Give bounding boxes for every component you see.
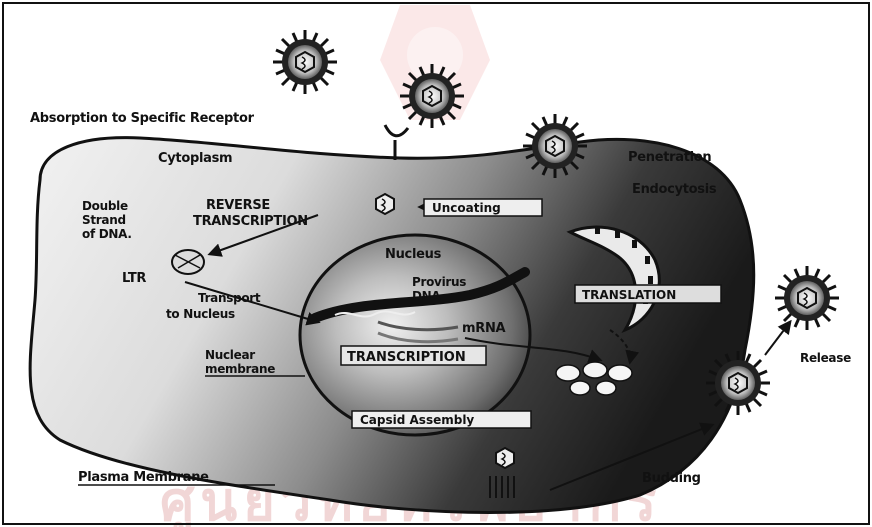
label-provirus-1: Provirus [412,275,466,289]
label-mrna: mRNA [462,321,506,336]
label-double-strand-2: Strand [82,213,126,227]
label-absorption: Absorption to Specific Receptor [30,111,255,126]
ribosome-cluster-icon [555,361,633,396]
label-reverse-1: REVERSE [206,198,270,213]
virus-penetration-icon [521,112,589,180]
assembly-capsid-icon [495,447,515,469]
label-budding: Budding [642,471,701,486]
label-endocytosis: Endocytosis [632,182,717,197]
label-nuclear-1: Nuclear [205,348,255,362]
translation-box [574,284,722,304]
membrane-anchors [489,476,515,498]
label-nuclear-2: membrane [205,362,275,376]
label-release: Release [800,351,851,365]
label-translation: TRANSLATION [582,288,676,302]
ltr-complex-icon [171,249,205,275]
provirus-dna-strand [310,267,530,323]
label-double-strand-1: Double [82,199,128,213]
virus-budding-icon [704,349,772,417]
label-transport-2: to Nucleus [166,307,235,321]
uncoating-box [423,198,543,217]
label-reverse-2: TRANSCRIPTION [193,214,308,229]
label-penetration: Penetration [628,150,711,165]
mrna-strand [377,320,459,332]
transcription-box [340,345,487,366]
nucleus [298,233,532,437]
virus-released-icon [773,264,841,332]
label-cytoplasm: Cytoplasm [158,151,232,166]
label-capsid: Capsid Assembly [360,413,474,427]
label-plasma-membrane: Plasma Membrane [78,470,209,485]
label-transport-1: Transport [198,291,261,305]
virus-free-icon [271,28,339,96]
uncoating-capsid-icon [375,193,395,215]
virus-binding-icon [398,62,466,130]
label-provirus-2: DNA [412,289,441,303]
watermark-logo [380,5,490,120]
label-double-strand-3: of DNA. [82,227,132,241]
endosome-crescent [566,225,661,334]
capsid-assembly-box [351,410,532,429]
label-transcription: TRANSCRIPTION [347,350,466,365]
receptor [383,124,410,160]
mrna-strand-2 [377,331,459,344]
label-nucleus: Nucleus [385,247,442,262]
label-ltr: LTR [122,271,146,286]
dna-helix [334,310,416,318]
label-uncoating: Uncoating [432,201,501,215]
